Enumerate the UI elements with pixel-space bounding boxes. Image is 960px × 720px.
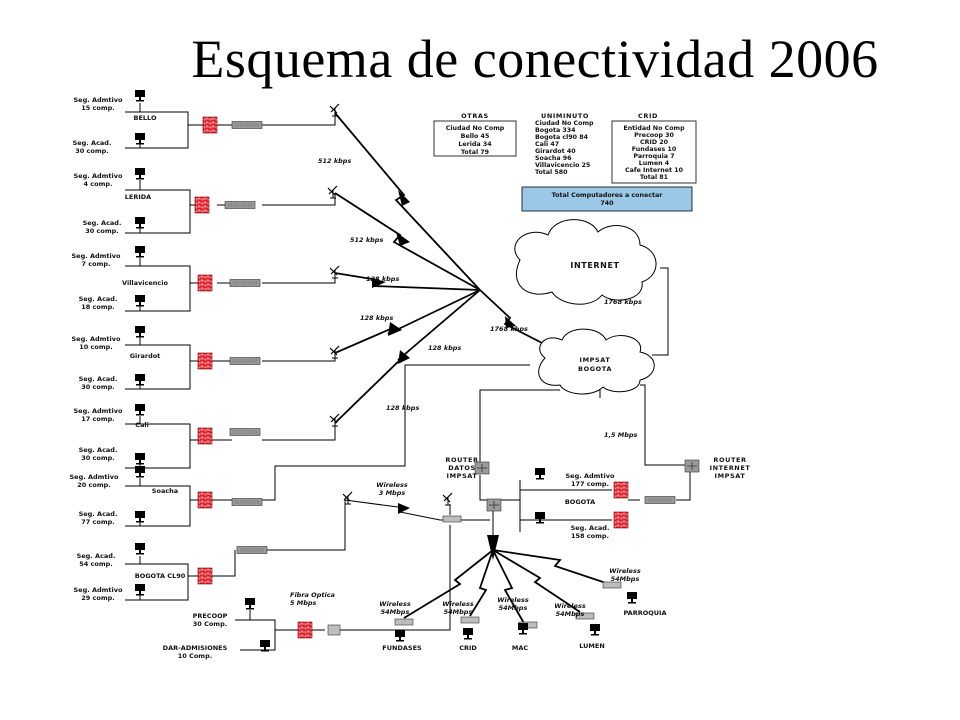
hub-switch	[486, 498, 502, 512]
lerida-name: LERIDA	[125, 193, 151, 201]
bandwidth-labels: 512 kbps 512 kbps 128 kbps 128 kbps 128 …	[290, 157, 642, 607]
svg-text:LUMEN: LUMEN	[579, 642, 605, 650]
soacha-acad-label: Seg. Acad.77 comp.	[79, 510, 118, 526]
cali-acad-label: Seg. Acad.30 comp.	[79, 446, 118, 462]
svg-text:UNIMINUTO: UNIMINUTO	[541, 112, 589, 120]
cl90-acad-label: Seg. Acad.54 comp.	[77, 552, 116, 568]
bw-soacha: 128 kbps	[386, 404, 419, 412]
cl90-name: BOGOTA CL90	[135, 572, 186, 580]
bw-cali: 128 kbps	[428, 344, 461, 352]
girardot-name: Girardot	[130, 352, 161, 360]
svg-text:CRID: CRID	[638, 112, 658, 120]
svg-text:OTRAS: OTRAS	[461, 112, 489, 120]
bw-girardot: 128 kbps	[360, 314, 393, 322]
cali-name: Cali	[135, 421, 149, 429]
svg-text:PARROQUIA: PARROQUIA	[624, 609, 667, 617]
bello-name: BELLO	[134, 114, 157, 122]
bw-router-internet: 1,5 Mbps	[604, 431, 638, 439]
page-title: Esquema de conectividad 2006	[191, 29, 879, 89]
wan-links	[334, 112, 547, 424]
villavicencio-acad-label: Seg. Acad.18 comp.	[79, 295, 118, 311]
wireless-fanout	[394, 535, 637, 642]
router-internet	[684, 459, 700, 473]
svg-text:BOGOTA: BOGOTA	[565, 498, 595, 506]
bello-acad-label: Seg. Acad.30 comp.	[73, 139, 112, 155]
internet-cloud: INTERNET	[514, 219, 657, 305]
lerida-acad-label: Seg. Acad.30 comp.	[83, 219, 122, 235]
svg-text:Seg. Acad.158 comp.: Seg. Acad.158 comp.	[571, 524, 610, 540]
bw-bello: 512 kbps	[318, 157, 351, 165]
branch-bogota-cl90: Seg. Acad.54 comp. BOGOTA CL90 Seg. Admt…	[74, 491, 353, 602]
bw-internet: 1768 kbps	[604, 298, 642, 306]
svg-text:FUNDASES: FUNDASES	[382, 644, 422, 652]
bogota-ap	[442, 515, 462, 523]
core-links	[340, 267, 691, 631]
bw-villavicencio: 128 kbps	[366, 275, 399, 283]
svg-text:INTERNET: INTERNET	[570, 261, 619, 270]
svg-text:MAC: MAC	[512, 644, 528, 652]
girardot-acad-label: Seg. Acad.30 comp.	[79, 375, 118, 391]
bogota-antenna	[442, 492, 453, 506]
bw-lerida: 512 kbps	[350, 236, 383, 244]
bw-hub: 1768 kbps	[490, 325, 528, 333]
villavicencio-name: Villavicencio	[122, 279, 168, 287]
svg-text:CRID: CRID	[459, 644, 477, 652]
soacha-name: Soacha	[152, 487, 178, 495]
